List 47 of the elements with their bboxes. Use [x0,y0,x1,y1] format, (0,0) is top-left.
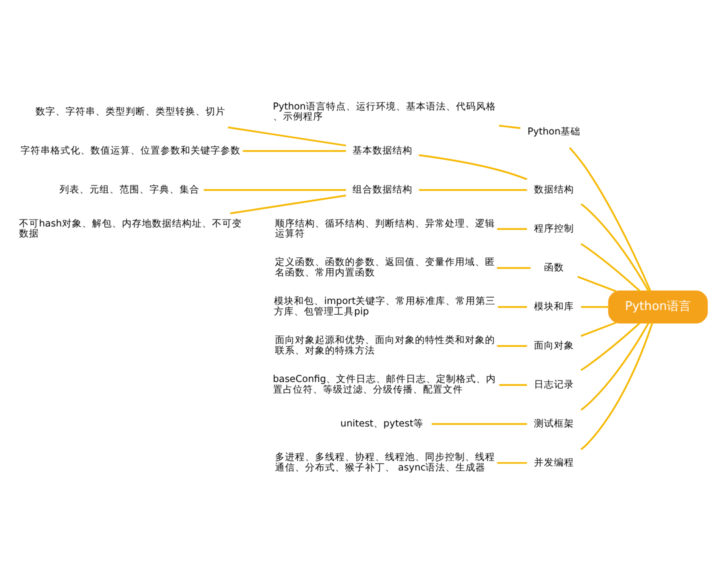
node-text: 测试框架 [534,418,574,430]
connector [228,126,346,146]
connector [418,154,528,180]
node-text: 程序控制 [534,223,574,234]
connector [577,276,616,292]
node-box: Python语言 [608,290,708,324]
connector [498,306,527,308]
connector [580,322,616,337]
connector [496,267,531,269]
node-text: 顺序结构、循环结构、判断结构、异常处理、逻辑运算符 [275,218,496,240]
node-text: 日志记录 [534,379,574,390]
connector [569,147,652,292]
node-text: 多进程、多线程、协程、线程池、同步控制、线程通信、分布式、猴子补丁、 async语法、生成器 [275,452,496,474]
node-text: 面向对象 [534,340,574,352]
node-text: 定义函数、函数的参数、返回值、变量作用域、匿名函数、常用内置函数 [275,257,496,279]
node-text: 基本数据结构 [352,145,412,156]
connector [499,384,527,386]
connector [497,228,527,230]
node-text: 并发编程 [534,457,574,468]
node-text: 数据结构 [534,184,574,196]
connector [230,194,346,214]
connector [204,189,346,191]
node-text: 模块和包、import关键字、常用标准库、常用第三方库、包管理工具pip [274,296,496,318]
node-text: baseConfig、文件日志、邮件日志、定制格式、内置占位符、等级过滤、分级传播、配置文件 [272,374,496,396]
connector [242,150,346,152]
node-text: Python基础 [528,126,580,138]
connector [432,423,527,425]
connector [580,322,641,371]
connector [580,203,650,292]
node-text: 函数 [544,262,564,274]
connector [418,189,527,191]
node-text: 面向对象起源和优势、面向对象的特性类和对象的联系、对象的特殊方法 [275,335,496,357]
node-text: 列表、元组、范围、字典、集合 [60,184,200,196]
node-text: Python语言特点、运行环境、基本语法、代码风格、示例程序 [272,101,496,123]
connector [581,306,609,308]
connector [497,462,527,464]
node-text: 字符串格式化、数值运算、位置参数和关键字参数 [20,145,241,156]
node-text: 组合数据结构 [352,184,412,196]
node-text: unitest、pytest等 [340,418,424,430]
connector [580,322,654,450]
node-text: 模块和库 [534,301,574,312]
node-text: 数字、字符串、类型判断、类型转换、切片 [35,106,226,118]
connector [580,243,641,292]
connector [498,124,520,130]
connector [497,345,527,347]
connector [580,322,650,411]
node-text: 不可hash对象、解包、内存地数据结构址、不可变数据 [19,218,242,240]
